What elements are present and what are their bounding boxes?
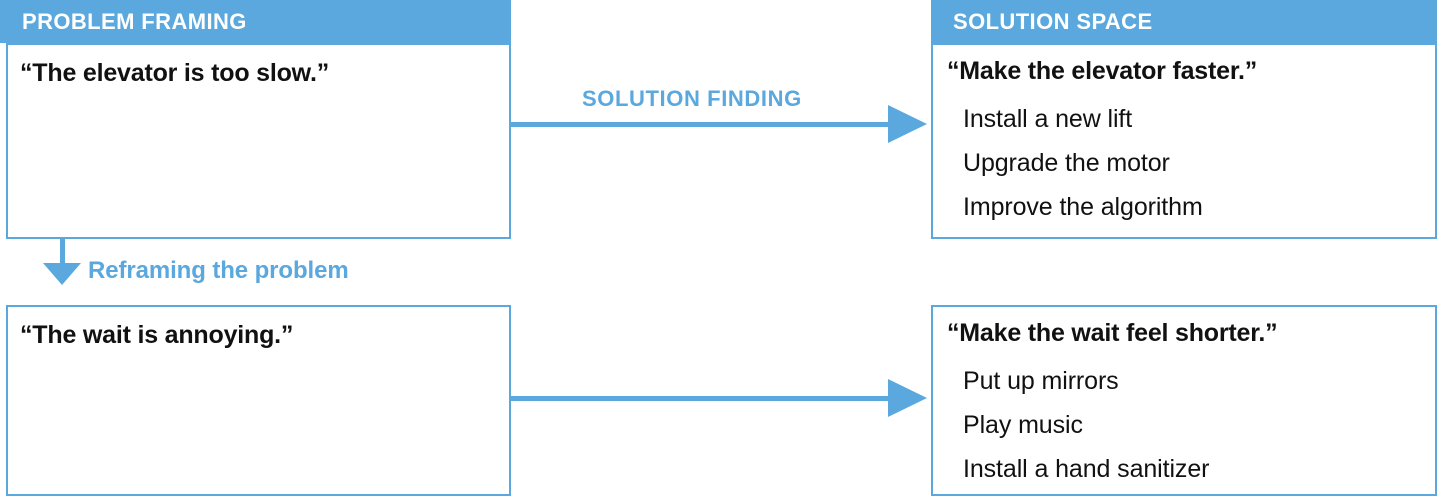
list-item: Install a hand sanitizer — [963, 455, 1210, 483]
solution-list-2: Put up mirrors Play music Install a hand… — [963, 359, 1209, 491]
solution-box-2: “Make the wait feel shorter.” Put up mir… — [931, 305, 1437, 496]
list-item: Improve the algorithm — [963, 193, 1203, 221]
reframing-arrow-head — [43, 263, 81, 285]
list-item: Upgrade the motor — [963, 149, 1170, 177]
reframing-arrow-line — [60, 239, 65, 267]
solution-finding-arrow-head — [888, 105, 927, 143]
list-item: Put up mirrors — [963, 367, 1119, 395]
solution-finding-label: SOLUTION FINDING — [582, 86, 802, 111]
solution-space-header-label: SOLUTION SPACE — [953, 8, 1153, 34]
bottom-arrow-head — [888, 379, 927, 417]
reframing-label: Reframing the problem — [88, 257, 349, 284]
problem-framing-header-label: PROBLEM FRAMING — [22, 8, 247, 34]
solution-heading-2: “Make the wait feel shorter.” — [947, 319, 1278, 347]
bottom-arrow-line — [511, 396, 890, 401]
problem-box-2: “The wait is annoying.” — [6, 305, 511, 496]
solution-heading-1: “Make the elevator faster.” — [947, 57, 1258, 85]
problem-framing-header: PROBLEM FRAMING — [0, 0, 511, 43]
solution-space-header: SOLUTION SPACE — [931, 0, 1437, 43]
list-item: Install a new lift — [963, 105, 1133, 133]
problem-quote-2: “The wait is annoying.” — [20, 321, 294, 349]
problem-box-1: “The elevator is too slow.” — [6, 43, 511, 239]
solution-box-1: “Make the elevator faster.” Install a ne… — [931, 43, 1437, 239]
list-item: Play music — [963, 411, 1083, 439]
problem-quote-1: “The elevator is too slow.” — [20, 59, 330, 87]
solution-list-1: Install a new lift Upgrade the motor Imp… — [963, 97, 1203, 229]
solution-finding-arrow-line — [511, 122, 890, 127]
